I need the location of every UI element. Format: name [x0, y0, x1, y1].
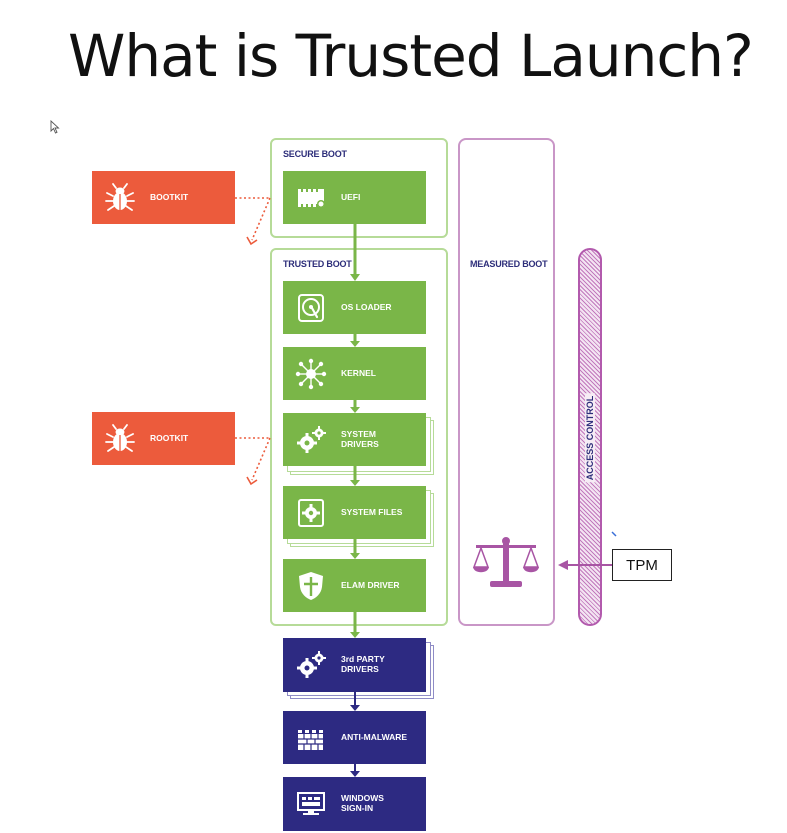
rootkit-box: ROOTKIT	[92, 412, 235, 465]
uefi-box: UEFI	[283, 171, 426, 224]
anti-malware-label: ANTI-MALWARE	[341, 731, 408, 742]
uefi-label: UEFI	[341, 191, 361, 202]
kernel-label: KERNEL	[341, 367, 376, 378]
system-drivers-box: SYSTEM DRIVERS	[283, 413, 426, 466]
third-party-drivers-label: 3rd PARTY DRIVERS	[341, 654, 385, 674]
tpm-box: TPM	[612, 549, 672, 581]
system-files-box: SYSTEM FILES	[283, 486, 426, 539]
elam-driver-label: ELAM DRIVER	[341, 579, 400, 590]
mouse-cursor-icon	[50, 120, 60, 134]
gears-icon	[297, 651, 326, 678]
gears-icon	[297, 425, 326, 453]
os-loader-label: OS LOADER	[341, 301, 392, 312]
bootkit-box: BOOTKIT	[92, 171, 235, 224]
system-drivers-label: SYSTEM DRIVERS	[341, 428, 379, 449]
third-party-drivers-box: 3rd PARTY DRIVERS	[283, 638, 426, 692]
windows-signin-label: WINDOWS SIGN-IN	[341, 793, 384, 813]
monitor-icon	[297, 792, 325, 815]
page-title: What is Trusted Launch?	[68, 22, 754, 90]
trusted-boot-label: TRUSTED BOOT	[283, 259, 352, 269]
bug-icon	[105, 423, 135, 452]
bootkit-label: BOOTKIT	[150, 191, 189, 202]
scales-icon	[472, 537, 540, 587]
kernel-network-icon	[295, 358, 327, 389]
system-files-label: SYSTEM FILES	[341, 506, 403, 517]
secure-boot-frame	[270, 138, 448, 238]
trusted-boot-frame	[270, 248, 448, 626]
secure-boot-label: SECURE BOOT	[283, 149, 347, 159]
chip-icon	[298, 188, 325, 208]
measured-boot-label: MEASURED BOOT	[470, 259, 548, 269]
windows-signin-box: WINDOWS SIGN-IN	[283, 777, 426, 831]
elam-driver-box: ELAM DRIVER	[283, 559, 426, 612]
os-loader-box: OS LOADER	[283, 281, 426, 334]
kernel-box: KERNEL	[283, 347, 426, 400]
measured-boot-frame	[458, 138, 555, 626]
disk-icon	[298, 293, 324, 322]
rootkit-label: ROOTKIT	[150, 432, 189, 443]
anti-malware-box: ANTI-MALWARE	[283, 711, 426, 764]
gear-icon	[298, 498, 324, 527]
bug-icon	[105, 182, 135, 211]
firewall-icon	[298, 729, 323, 750]
shield-icon	[299, 571, 323, 600]
